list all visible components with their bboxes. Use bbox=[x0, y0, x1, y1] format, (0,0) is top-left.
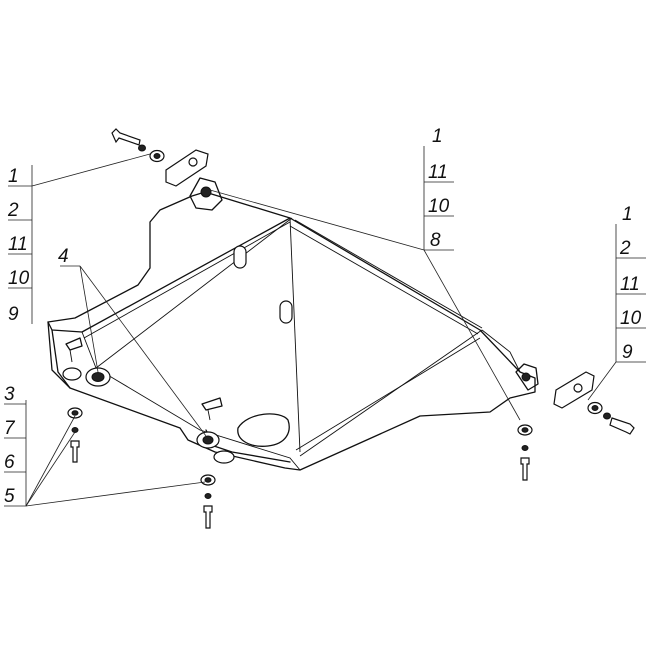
callout-labels-center: 1 11 10 8 bbox=[428, 126, 450, 251]
leader-lines bbox=[4, 146, 646, 507]
label-right-9: 9 bbox=[622, 342, 633, 363]
label-left-9: 9 bbox=[8, 304, 19, 325]
callout-labels-left: 1 2 11 10 9 bbox=[7, 166, 30, 325]
label-left-10: 10 bbox=[8, 268, 30, 289]
label-right-11: 11 bbox=[620, 274, 640, 295]
label-bottom-5: 5 bbox=[4, 486, 15, 507]
callout-labels-bottom-left: 3 7 6 5 bbox=[4, 384, 16, 507]
label-left-2: 2 bbox=[7, 200, 19, 221]
label-right-2: 2 bbox=[619, 238, 631, 259]
label-left-11: 11 bbox=[8, 234, 28, 255]
label-bottom-7: 7 bbox=[4, 418, 16, 439]
label-bottom-3: 3 bbox=[4, 384, 15, 405]
bottom-hardware bbox=[67, 407, 533, 529]
label-center-1: 1 bbox=[432, 126, 443, 147]
label-center-8: 8 bbox=[430, 230, 441, 251]
label-part-4: 4 bbox=[58, 246, 69, 267]
label-center-10: 10 bbox=[428, 196, 450, 217]
label-right-10: 10 bbox=[620, 308, 642, 329]
right-side-hardware bbox=[553, 371, 635, 435]
label-left-1: 1 bbox=[8, 166, 19, 187]
skid-plate bbox=[47, 177, 539, 471]
label-right-1: 1 bbox=[622, 204, 633, 225]
left-top-hardware bbox=[111, 128, 209, 187]
label-bottom-6: 6 bbox=[4, 452, 15, 473]
label-center-11: 11 bbox=[428, 162, 448, 183]
callout-labels-right: 1 2 11 10 9 bbox=[619, 204, 642, 363]
